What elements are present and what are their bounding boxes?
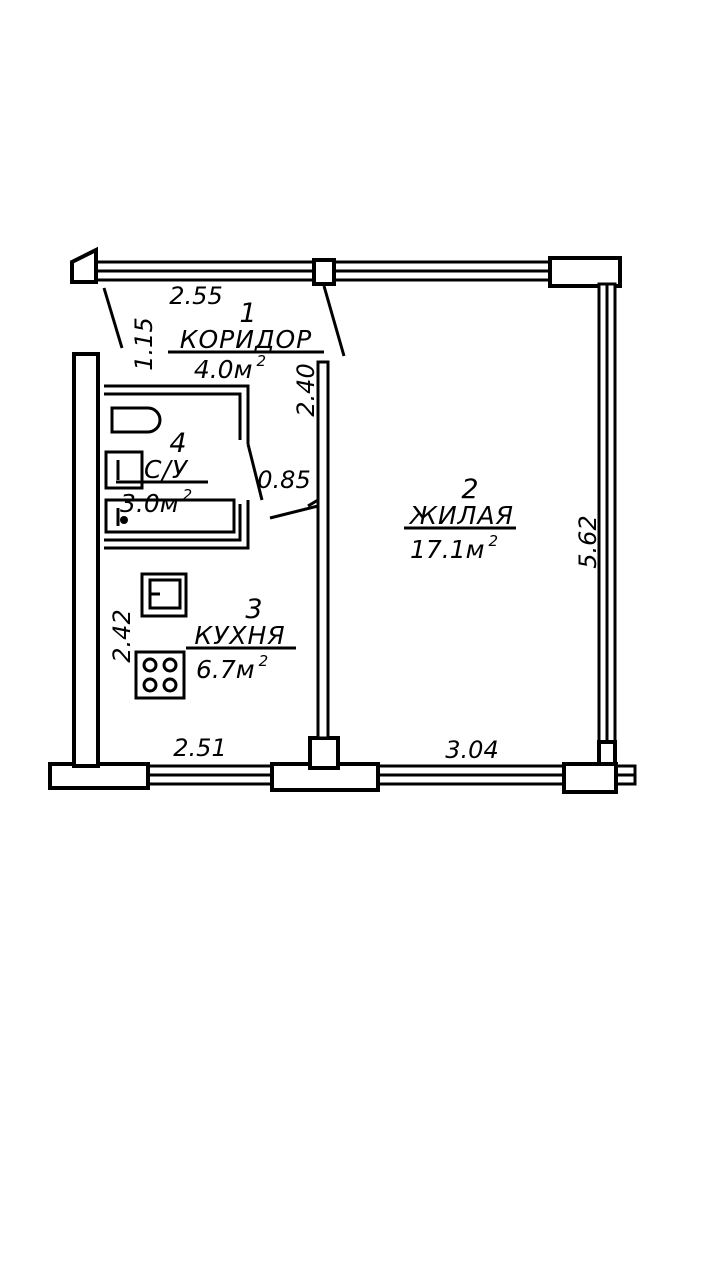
dim-kitchen-height: 2.42: [108, 609, 136, 662]
dim-corridor-depth: 1.15: [130, 317, 158, 370]
bathroom-door-line: [246, 443, 264, 501]
corridor-door-line: [102, 287, 124, 349]
room-2-name: ЖИЛАЯ: [408, 501, 514, 530]
dim-door-width: 0.85: [257, 466, 310, 494]
wall-end-arrow: [70, 246, 98, 284]
partition-wall: [307, 360, 330, 740]
dim-living-height: 5.62: [574, 515, 602, 568]
room-1-area-sup: 2: [256, 352, 266, 370]
dim-kitchen-width: 2.51: [173, 734, 226, 762]
toilet-icon: [110, 406, 162, 434]
room-1-area: 4.0м: [194, 355, 253, 384]
room-1-name: КОРИДОР: [180, 325, 313, 354]
bottom-wall: [48, 736, 637, 794]
room-2-area: 17.1м: [410, 535, 485, 564]
dim-partition-length: 2.40: [292, 363, 320, 416]
room-3-area-sup: 2: [259, 652, 269, 670]
room-4-name: С/У: [144, 455, 189, 484]
kitchen-door-line: [269, 504, 319, 520]
stove-icon: [134, 650, 186, 700]
dim-living-width: 3.04: [445, 736, 498, 764]
room-4-area: 3.0м: [120, 489, 179, 518]
room-4-area-sup: 2: [183, 486, 193, 504]
room-1-number: 1: [239, 298, 256, 329]
dim-corridor-width: 2.55: [169, 282, 222, 310]
left-wall: [72, 352, 100, 768]
room-3-area: 6.7м: [196, 655, 255, 684]
room-3-number: 3: [245, 594, 262, 625]
room-2-area-sup: 2: [489, 532, 499, 550]
room-2-number: 2: [461, 474, 478, 505]
room-4-number: 4: [169, 428, 186, 459]
bathtub-icon: [104, 498, 236, 534]
bathroom-wall: [104, 384, 250, 550]
room-3-name: КУХНЯ: [194, 621, 285, 650]
top-wall: [70, 246, 622, 288]
living-door-line: [322, 285, 346, 357]
right-wall: [597, 282, 617, 768]
kitchen-sink-icon: [140, 572, 188, 618]
